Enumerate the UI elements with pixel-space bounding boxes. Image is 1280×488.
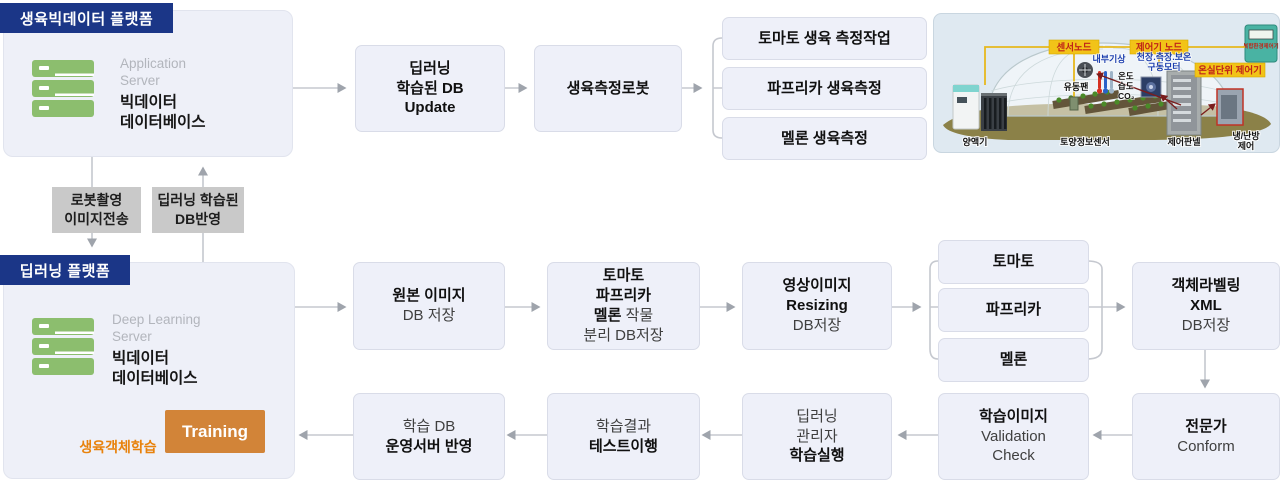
hvac-label-line1: 냉/난방	[1232, 130, 1260, 141]
training-loop-label: 생육객체학습	[79, 439, 157, 455]
motor-label-line1: 천장.측장.보온	[1137, 51, 1192, 62]
unit-controller-tag: 온실단위 제어기	[1198, 65, 1262, 77]
nutrient-machine-label: 양액기	[963, 136, 988, 147]
task-box-paprika: 파프리카 생육측정	[722, 67, 927, 110]
flow-box-measure-robot: 생육측정로봇	[534, 45, 682, 132]
server-type-label: Application Server	[120, 56, 187, 88]
hvac-label-line2: 제어	[1238, 140, 1255, 151]
humidity-label: 습도	[1118, 81, 1134, 91]
device-label: 복합환경제어기	[1243, 42, 1278, 50]
controller-node-tag: 제어기 노드	[1136, 42, 1183, 54]
server-stack-icon	[32, 318, 94, 375]
server-name-label: 빅데이터 데이터베이스	[120, 93, 206, 131]
server-name-label: 빅데이터 데이터베이스	[112, 349, 198, 387]
fan-label: 유동팬	[1064, 81, 1089, 92]
deeplearning-server-text: Deep Learning Server 빅데이터 데이터베이스	[112, 312, 201, 389]
crop-box-paprika: 파프리카	[938, 288, 1089, 332]
training-box: Training	[165, 410, 265, 453]
bigdata-server-text: Application Server 빅데이터 데이터베이스	[120, 56, 206, 133]
sensor-node-tag: 센서노드	[1057, 42, 1092, 54]
indoor-weather-label: 내부기상	[1092, 53, 1126, 64]
crop-box-melon: 멜론	[938, 338, 1089, 382]
deeplearning-platform-badge: 딥러닝 플랫폼	[0, 255, 130, 285]
crop-box-tomato: 토마토	[938, 240, 1089, 284]
control-panel-label: 제어판넬	[1167, 136, 1200, 147]
task-box-melon: 멜론 생육측정	[722, 117, 927, 160]
bigdata-platform-badge: 생육빅데이터 플랫폼	[0, 3, 173, 33]
server-type-label: Deep Learning Server	[112, 312, 201, 344]
motor-label-line2: 구동모터	[1147, 61, 1180, 72]
temp-label: 온도	[1118, 71, 1134, 81]
server-stack-icon	[32, 60, 94, 117]
smart-greenhouse-illustration: 복합환경제어기 센서노드 제어기 노드 온실단위 제어기 내부기상 천장.측장.…	[933, 13, 1280, 153]
co2-label: CO₂	[1118, 91, 1135, 101]
task-box-tomato: 토마토 생육 측정작업	[722, 17, 927, 60]
soil-sensor-label: 토양정보센서	[1060, 136, 1110, 147]
